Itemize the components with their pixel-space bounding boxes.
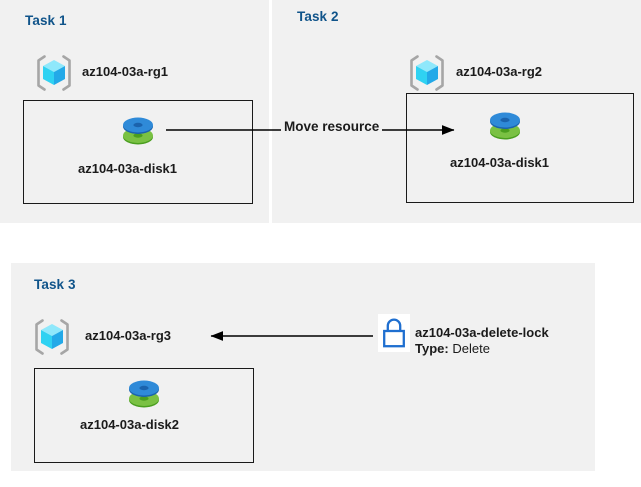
- resource-group-cube-icon: [406, 52, 448, 94]
- task1-resource-label: az104-03a-disk1: [78, 161, 178, 176]
- task1-resource-group-label: az104-03a-rg1: [82, 64, 168, 79]
- task2-title: Task 2: [297, 9, 339, 24]
- resource-group-cube-icon: [31, 316, 73, 358]
- task1-resource-group-boundary: [23, 100, 253, 204]
- lock-name-label: az104-03a-delete-lock: [415, 325, 549, 340]
- lock-type-key: Type:: [415, 341, 449, 356]
- resource-group-cube-icon: [33, 52, 75, 94]
- padlock-icon: [378, 314, 410, 352]
- task1-title: Task 1: [25, 13, 67, 28]
- managed-disk-icon: [122, 373, 166, 417]
- task3-resource-label: az104-03a-disk2: [80, 417, 180, 432]
- task2-resource-group-label: az104-03a-rg2: [456, 64, 542, 79]
- managed-disk-icon: [483, 105, 527, 149]
- task2-resource-label: az104-03a-disk1: [450, 155, 550, 170]
- task2-resource-group-boundary: [406, 93, 634, 203]
- delete-lock-arrow: [210, 331, 373, 341]
- task3-resource-group-label: az104-03a-rg3: [85, 328, 171, 343]
- managed-disk-icon: [116, 110, 160, 154]
- move-resource-label: Move resource: [281, 118, 383, 135]
- lock-type-row: Type: Delete: [415, 341, 490, 356]
- lock-type-value: Delete: [452, 341, 490, 356]
- task3-title: Task 3: [34, 277, 76, 292]
